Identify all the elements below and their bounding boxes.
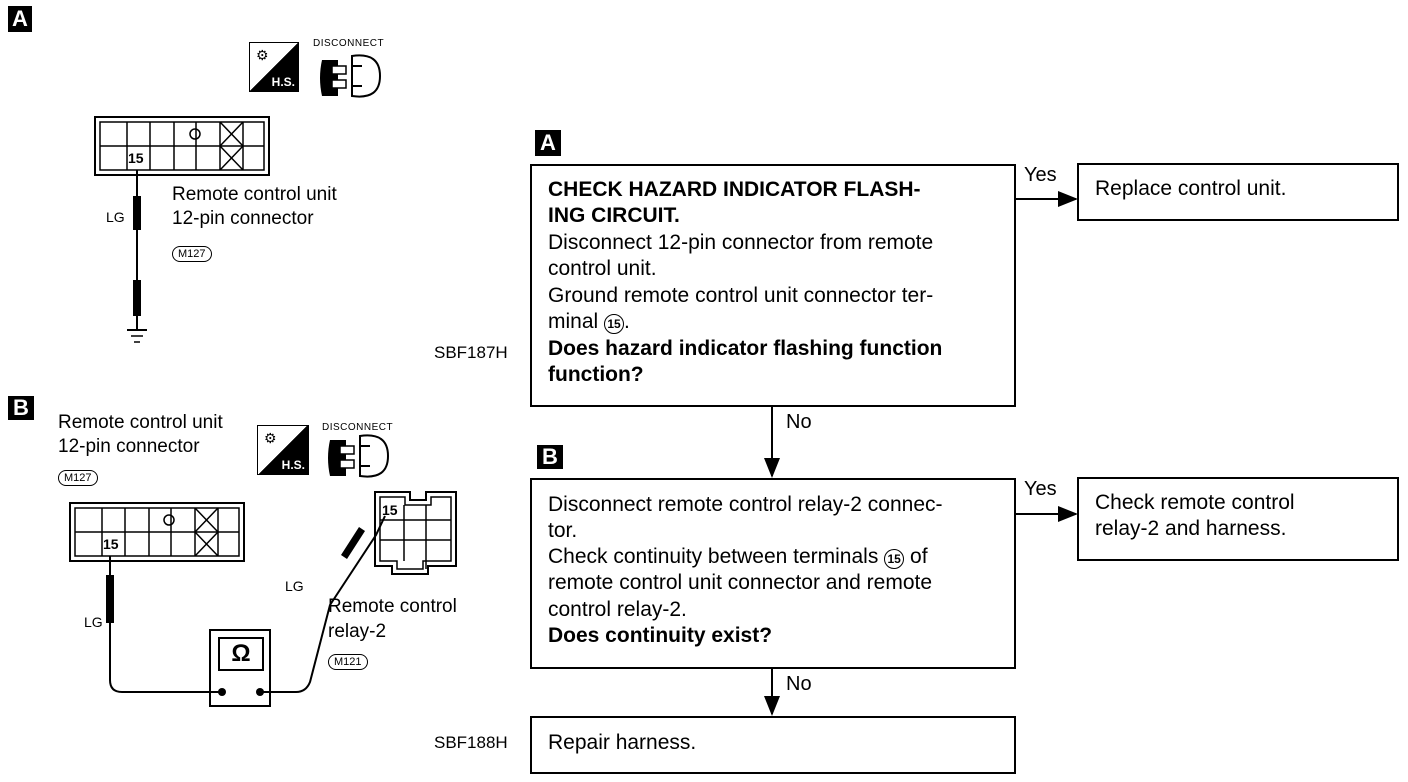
- panel-b-badge: B: [8, 396, 34, 420]
- pin-15-label: 15: [128, 150, 144, 166]
- no-label-b: No: [786, 673, 812, 695]
- step-a-question: Does hazard indicator flashing function: [548, 337, 943, 360]
- step-a-question-2: function?: [548, 363, 644, 386]
- connector-b-grid: [69, 502, 245, 562]
- result-b-box: [1077, 477, 1399, 561]
- hand-tool-icon-b: H.S. ⚙: [257, 425, 309, 475]
- disconnect-plug-icon: [320, 54, 382, 98]
- hs-label: H.S.: [271, 75, 295, 89]
- result-b-text-2: relay-2 and harness.: [1095, 517, 1287, 540]
- wire-color-lg-left: LG: [84, 614, 103, 630]
- ohmmeter: [209, 629, 271, 707]
- terminal-15-marker-b: 15: [884, 549, 905, 569]
- connector-label-b: Remote control unit: [58, 412, 223, 433]
- figure-code-a: SBF187H: [434, 343, 508, 362]
- step-a-badge: A: [535, 130, 561, 156]
- figure-code-b: SBF188H: [434, 733, 508, 752]
- disconnect-plug-icon-b: [328, 434, 390, 478]
- step-b-line-1: Disconnect remote control relay-2 connec…: [548, 493, 943, 516]
- connector-label: Remote control unit: [172, 184, 337, 205]
- relay-connector: [374, 491, 457, 575]
- relay-code-badge: M121: [328, 654, 368, 670]
- step-a-box: [530, 164, 1016, 407]
- step-a-line-4: minal 15.: [548, 310, 630, 334]
- step-b-line-3: Check continuity between terminals 15 of: [548, 545, 928, 569]
- step-a-title-2: ING CIRCUIT.: [548, 204, 680, 227]
- step-b-line-2: tor.: [548, 519, 578, 542]
- ground-symbol: [127, 329, 147, 343]
- hs-label-b: H.S.: [281, 458, 305, 472]
- step-b-line-5: control relay-2.: [548, 598, 687, 621]
- pin-15-right: 15: [382, 502, 398, 518]
- yes-label-a: Yes: [1024, 164, 1057, 186]
- disconnect-label-b: DISCONNECT: [322, 422, 394, 433]
- panel-a-badge: A: [8, 6, 32, 32]
- connector-code-badge: M127: [172, 246, 212, 262]
- disconnect-label: DISCONNECT: [313, 38, 385, 49]
- relay-label: Remote control: [328, 596, 457, 617]
- final-text: Repair harness.: [548, 731, 697, 754]
- hand-tool-icon: H.S. ⚙: [249, 42, 299, 92]
- result-a-box: [1077, 163, 1399, 221]
- ohm-symbol: Ω: [231, 640, 251, 667]
- connector-label-b-line-2: 12-pin connector: [58, 436, 200, 457]
- result-a-text: Replace control unit.: [1095, 177, 1287, 200]
- step-b-question: Does continuity exist?: [548, 624, 773, 647]
- final-box: [530, 716, 1016, 774]
- wire-color-lg: LG: [106, 209, 125, 225]
- wire-color-lg-right: LG: [285, 578, 304, 594]
- relay-label-line-2: relay-2: [328, 621, 387, 642]
- step-a-line-3: Ground remote control unit connector ter…: [548, 284, 934, 307]
- step-b-badge: B: [537, 445, 563, 469]
- connector-a-grid: [94, 116, 270, 176]
- no-label-a: No: [786, 411, 812, 433]
- connector-label-line-2: 12-pin connector: [172, 208, 314, 229]
- connector-code-badge-b: M127: [58, 470, 98, 486]
- step-b-box: [530, 478, 1016, 669]
- step-a-line-2: control unit.: [548, 257, 657, 280]
- result-b-text: Check remote control: [1095, 491, 1295, 514]
- yes-label-b: Yes: [1024, 478, 1057, 500]
- terminal-15-marker: 15: [604, 314, 625, 334]
- step-a-line-1: Disconnect 12-pin connector from remote: [548, 231, 934, 254]
- step-a-title: CHECK HAZARD INDICATOR FLASH-: [548, 178, 921, 201]
- pin-15-left: 15: [103, 536, 119, 552]
- step-b-line-4: remote control unit connector and remote: [548, 571, 933, 594]
